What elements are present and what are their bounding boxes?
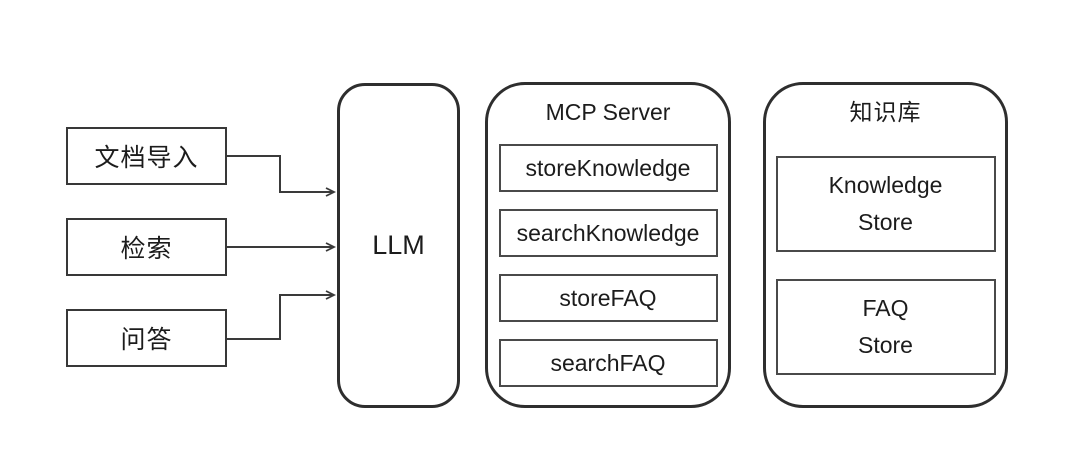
node-doc-import: 文档导入 (66, 127, 227, 185)
tool-search-knowledge: searchKnowledge (498, 209, 718, 257)
tool-search-knowledge-label: searchKnowledge (516, 219, 700, 246)
tool-search-faq-label: searchFAQ (550, 349, 666, 376)
tool-store-faq-label: storeFAQ (559, 284, 657, 311)
knowledge-store-line1: Knowledge (828, 172, 943, 198)
node-retrieval: 检索 (66, 218, 227, 276)
node-llm: LLM (337, 83, 460, 408)
group-knowledge-base: 知识库 Knowledge Store FAQ Store (763, 82, 1008, 408)
tool-store-faq: storeFAQ (498, 274, 718, 322)
node-retrieval-label: 检索 (120, 235, 173, 263)
faq-store-line2: Store (858, 332, 913, 358)
knowledge-base-title: 知识库 (849, 99, 922, 125)
tool-search-faq: searchFAQ (498, 339, 718, 387)
arrow-doc-import-to-llm (227, 155, 337, 197)
node-knowledge-store: Knowledge Store (775, 156, 996, 252)
node-faq-store: FAQ Store (775, 279, 996, 375)
node-doc-import-label: 文档导入 (94, 144, 199, 172)
node-qa: 问答 (66, 309, 227, 367)
mcp-server-title: MCP Server (545, 99, 671, 125)
tool-store-knowledge-label: storeKnowledge (525, 154, 691, 181)
group-mcp-server: MCP Server storeKnowledge searchKnowledg… (485, 82, 731, 408)
faq-store-line1: FAQ (862, 295, 909, 321)
tool-store-knowledge: storeKnowledge (498, 144, 718, 192)
arrow-qa-to-llm (227, 290, 337, 340)
knowledge-store-line2: Store (858, 209, 913, 235)
node-llm-label: LLM (372, 230, 425, 260)
node-qa-label: 问答 (120, 326, 173, 354)
